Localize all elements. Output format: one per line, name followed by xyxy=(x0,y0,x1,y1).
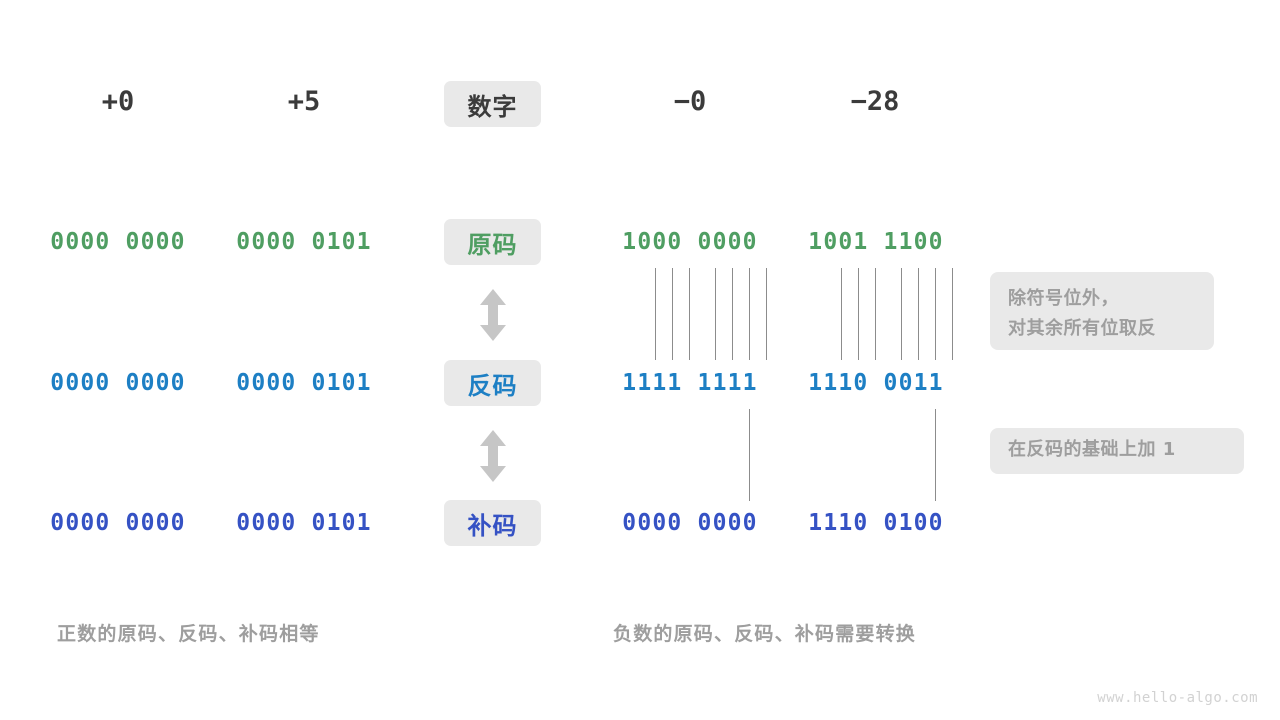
row-label-number-badge: 数字 xyxy=(444,81,541,127)
row-label-original-badge: 原码 xyxy=(444,219,541,265)
value-original-plus-five: 0000 0101 xyxy=(236,229,372,255)
value-original-plus-zero: 0000 0000 xyxy=(50,229,186,255)
value-original-minus-twentyeight: 1001 1100 xyxy=(808,229,944,255)
value-twos-minus-zero: 0000 0000 xyxy=(622,510,758,536)
tick-invert-c3-b7 xyxy=(749,268,750,360)
row-label-twos-badge: 补码 xyxy=(444,500,541,546)
caption-negative: 负数的原码、反码、补码需要转换 xyxy=(613,623,917,645)
arrow-ones-to-twos-icon xyxy=(476,429,510,487)
caption-positive: 正数的原码、反码、补码相等 xyxy=(57,623,320,645)
tick-invert-c4-b6 xyxy=(918,268,919,360)
value-ones-plus-zero: 0000 0000 xyxy=(50,370,186,396)
column-header-minus-zero: −0 xyxy=(673,86,707,117)
tick-invert-c4-b3 xyxy=(858,268,859,360)
tick-invert-c3-b5 xyxy=(715,268,716,360)
value-ones-minus-zero: 1111 1111 xyxy=(622,370,758,396)
note-add-one: 在反码的基础上加 1 xyxy=(990,428,1244,474)
value-ones-minus-twentyeight: 1110 0011 xyxy=(808,370,944,396)
tick-addone-c4 xyxy=(935,409,936,501)
tick-invert-c3-b8 xyxy=(766,268,767,360)
column-header-plus-five: +5 xyxy=(287,86,321,117)
column-header-minus-twentyeight: −28 xyxy=(850,86,900,117)
tick-invert-c3-b6 xyxy=(732,268,733,360)
tick-invert-c4-b5 xyxy=(901,268,902,360)
tick-invert-c4-b8 xyxy=(952,268,953,360)
value-twos-plus-five: 0000 0101 xyxy=(236,510,372,536)
tick-invert-c3-b2 xyxy=(655,268,656,360)
tick-invert-c4-b4 xyxy=(875,268,876,360)
tick-invert-c4-b2 xyxy=(841,268,842,360)
tick-invert-c4-b7 xyxy=(935,268,936,360)
note-invert-bits: 除符号位外， 对其余所有位取反 xyxy=(990,272,1214,350)
column-header-plus-zero: +0 xyxy=(101,86,135,117)
tick-addone-c3 xyxy=(749,409,750,501)
value-original-minus-zero: 1000 0000 xyxy=(622,229,758,255)
tick-invert-c3-b4 xyxy=(689,268,690,360)
row-label-ones-badge: 反码 xyxy=(444,360,541,406)
arrow-original-to-ones-icon xyxy=(476,288,510,346)
value-ones-plus-five: 0000 0101 xyxy=(236,370,372,396)
value-twos-plus-zero: 0000 0000 xyxy=(50,510,186,536)
tick-invert-c3-b3 xyxy=(672,268,673,360)
watermark: www.hello-algo.com xyxy=(1097,690,1258,706)
value-twos-minus-twentyeight: 1110 0100 xyxy=(808,510,944,536)
